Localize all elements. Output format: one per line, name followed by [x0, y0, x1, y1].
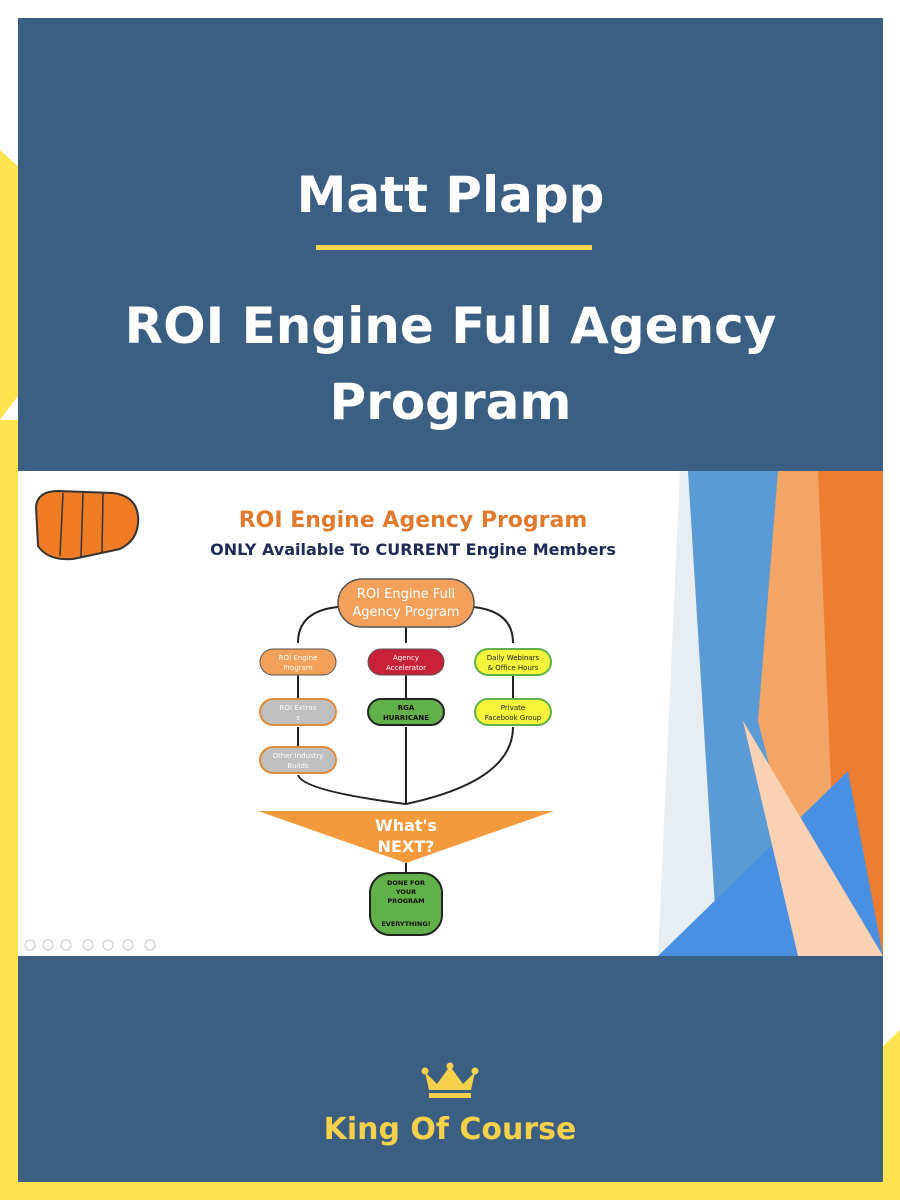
funnel-line-1: What's	[375, 816, 437, 835]
slide-decor-shape	[743, 721, 883, 956]
flow-node-label: HURRICANE	[383, 714, 429, 722]
flow-node-label: ROI Extras	[280, 704, 317, 712]
control-icon[interactable]	[122, 939, 134, 951]
flow-node-roi-extras	[259, 698, 337, 726]
control-icon[interactable]	[60, 939, 72, 951]
flow-node-rga-hurricane	[367, 698, 445, 726]
slide-heading: ROI Engine Agency Program	[239, 508, 588, 533]
flow-node-daily-webinars	[474, 648, 552, 676]
slide-graphic: ROI Engine Agency Program ONLY Available…	[24, 471, 883, 956]
flow-root-node	[337, 578, 475, 628]
flow-node-label: Other Industry	[273, 752, 324, 760]
flow-node-label: Builds	[287, 762, 309, 770]
control-icon[interactable]	[102, 939, 114, 951]
flow-node-label: Accelerator	[386, 664, 426, 672]
author-name: Matt Plapp	[296, 166, 605, 224]
control-icon[interactable]	[144, 939, 156, 951]
slide-preview: ROI Engine Agency Program ONLY Available…	[18, 471, 883, 956]
flow-node-label: & Office Hours	[488, 664, 539, 672]
control-icon[interactable]	[24, 939, 36, 951]
control-icon[interactable]	[82, 939, 94, 951]
crown-icon	[421, 1062, 479, 1098]
flow-node-label: Facebook Group	[485, 714, 542, 722]
brand-name: King Of Course	[323, 1112, 577, 1147]
funnel-line-2: NEXT?	[378, 837, 435, 856]
flow-funnel	[258, 811, 554, 863]
final-line: YOUR	[395, 888, 416, 896]
title-divider	[316, 245, 592, 250]
flow-node-other-industry-builds	[259, 746, 337, 774]
flow-root-line-1: ROI Engine Full	[357, 587, 455, 602]
flow-root-line-2: Agency Program	[352, 605, 459, 620]
control-icon[interactable]	[42, 939, 54, 951]
slide-subheading: ONLY Available To CURRENT Engine Members	[210, 540, 616, 559]
final-line: DONE FOR	[387, 879, 425, 887]
flow-node-label: ROI Engine	[279, 654, 318, 662]
final-line: EVERYTHING!	[381, 920, 430, 928]
flow-node-label: RGA	[398, 704, 415, 712]
flow-node-label: s	[296, 714, 300, 722]
flow-node-agency-accelerator	[367, 648, 445, 676]
flow-node-private-facebook-group	[474, 698, 552, 726]
flow-node-label: Program	[283, 664, 313, 672]
flow-connectors	[297, 606, 514, 873]
flow-node-label: Agency	[393, 654, 419, 662]
fist-icon	[34, 489, 140, 561]
final-line: PROGRAM	[387, 897, 424, 905]
slide-player-controls	[24, 939, 156, 951]
flow-node-roi-engine-program	[259, 648, 337, 676]
course-title: ROI Engine Full Agency Program	[124, 297, 777, 431]
flow-final-node	[369, 872, 443, 936]
flow-node-label: Private	[501, 704, 525, 712]
flow-node-label: Daily Webinars	[487, 654, 540, 662]
